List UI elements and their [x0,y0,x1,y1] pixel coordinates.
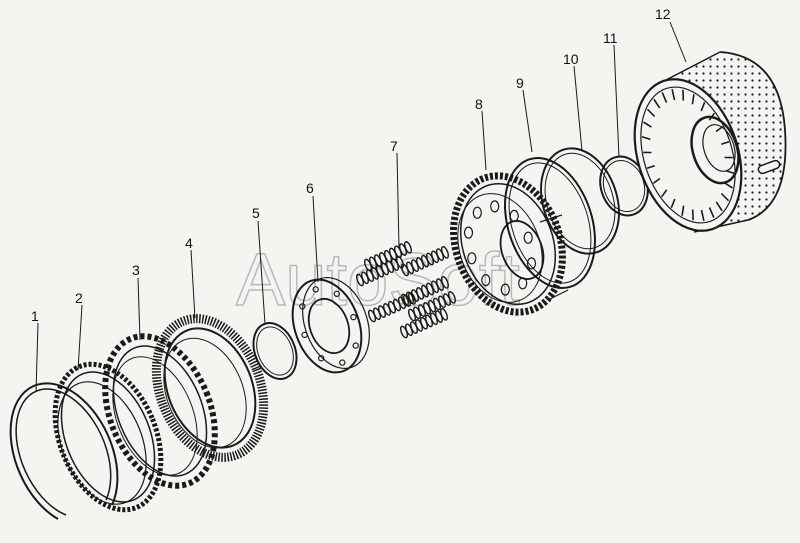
return-spring [356,256,404,287]
drum-spline [646,165,655,170]
drum-spline [721,140,730,145]
return-spring [400,308,448,339]
return-spring [408,291,456,322]
part-8-piston [450,172,569,316]
callout-2: 2 [75,290,83,306]
piston-hole [490,200,500,213]
part-6-spring-retainer [291,276,370,374]
piston-hole [523,231,533,244]
drum-spline [691,94,695,105]
callout-12: 12 [655,6,671,22]
drum-spline [641,135,651,141]
drum-spline [724,182,733,189]
retainer-hole [350,313,357,321]
leader-lines [35,21,687,393]
piston-hole [463,226,474,239]
piston-hole [518,277,528,290]
retainer-hole [333,290,340,297]
return-spring [401,276,449,307]
drum-spline [715,201,723,212]
drum-spline [660,189,668,198]
part-1-snap-ring [9,382,119,520]
drum-spline [720,192,730,202]
drum-spline [643,121,652,128]
drum-spline [653,98,661,109]
piston-hole [467,252,477,265]
piston-hole [472,206,482,219]
piston-hole [509,209,519,222]
drum-spline [652,177,661,185]
callout-3: 3 [132,262,140,278]
piston-hole [500,283,510,296]
return-spring [401,246,449,277]
piston-hole [526,257,537,270]
retainer-hole [352,342,359,349]
callout-labels: 1 2 3 4 5 6 7 8 9 10 11 12 [31,6,671,324]
callout-8: 8 [475,96,483,112]
retainer-hole [299,303,306,310]
retainer-hole [301,331,308,339]
drum-spline [681,205,685,216]
callout-10: 10 [563,51,579,67]
drum-spline [646,108,656,118]
part-3-clutch-disc [102,333,218,489]
piston-hole [481,274,491,287]
drum-spline [661,92,668,103]
callout-6: 6 [306,180,314,196]
drum-spline [670,198,676,209]
callout-5: 5 [252,205,260,221]
part-4-friction-disc [151,314,269,462]
callout-11: 11 [603,30,618,46]
retainer-hole [312,286,319,293]
callout-9: 9 [516,75,524,91]
callout-7: 7 [390,138,398,154]
callout-4: 4 [185,235,193,251]
part-7-springs [356,241,456,339]
callout-1: 1 [31,308,39,324]
part-12-clutch-drum [633,51,787,233]
drum-spline [700,209,705,221]
part-2-plate [52,361,164,513]
drum-spline [708,207,715,218]
retainer-hole [339,359,346,366]
part-5-o-ring [252,322,298,380]
return-spring [368,292,416,323]
part-9-seal-ring [504,156,596,290]
drum-spline [700,101,706,112]
drum-spline [671,89,676,101]
retainer-hole [318,355,325,362]
part-10-seal-ring [540,147,620,255]
